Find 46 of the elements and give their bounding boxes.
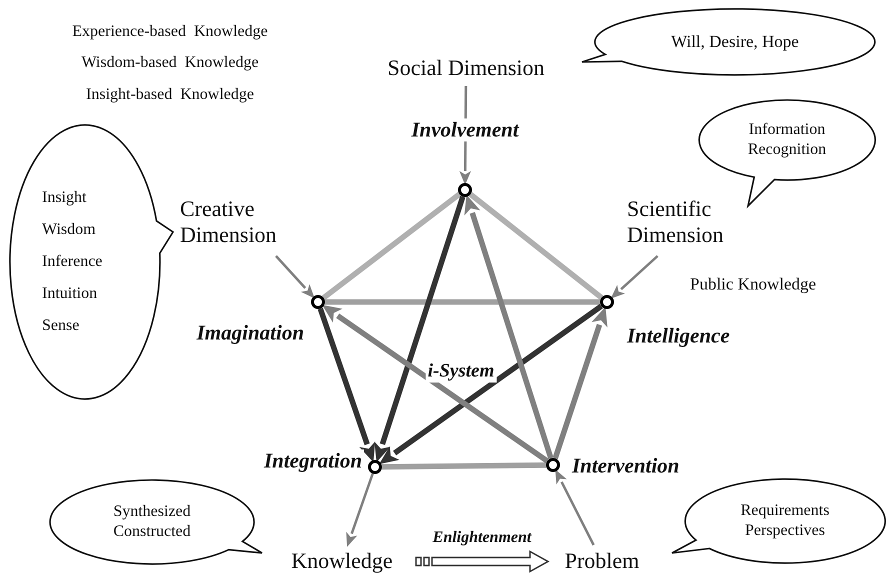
bubble-text: Information Recognition [746, 120, 828, 160]
note-text: Insight-based Knowledge [86, 86, 254, 104]
arrow [346, 473, 374, 547]
note-text: Experience-based Knowledge [72, 23, 268, 41]
block-arrow [415, 550, 550, 573]
connector-line [325, 299, 600, 305]
bubble-text: Insight [42, 188, 86, 208]
connector-line [468, 192, 604, 300]
dimension-label: Scientific Dimension [627, 188, 763, 256]
vertex-circle [546, 458, 560, 472]
edge-label: Enlightenment [430, 528, 534, 546]
dimension-label: Creative Dimension [180, 188, 310, 256]
vertex-label: Integration [262, 449, 364, 473]
arrow [318, 308, 376, 462]
bubble-text: Inference [42, 252, 102, 272]
note-text: Public Knowledge [690, 276, 816, 294]
bubble-text: Sense [42, 316, 80, 336]
arrow [322, 304, 549, 464]
dimension-label: Knowledge [276, 545, 408, 578]
dimension-label: Social Dimension [385, 50, 547, 86]
arrow [379, 304, 603, 464]
vertex-circle [368, 460, 382, 474]
vertex-circle [600, 295, 614, 309]
speech-bubble [580, 7, 877, 77]
bubble-text: Synthesized Constructed [112, 502, 192, 542]
system-label: i-System [426, 362, 496, 382]
bubble-text: Requirements Perspectives [740, 501, 830, 541]
connector-line [382, 462, 546, 470]
speech-bubble [670, 477, 887, 565]
arrow [552, 306, 608, 460]
bubble-text: Intuition [42, 284, 98, 304]
vertex-circle [458, 183, 472, 197]
speech-bubble [8, 123, 175, 401]
arrow [555, 469, 595, 546]
vertex-circle [311, 295, 325, 309]
arrow [464, 194, 554, 460]
arrow [610, 255, 658, 299]
speech-bubble [48, 478, 264, 566]
vertex-label: Involvement [409, 118, 521, 142]
arrow [275, 255, 315, 298]
arrow [374, 196, 466, 462]
bubble-text: Wisdom [42, 220, 96, 240]
dimension-label: Problem [552, 545, 652, 578]
note-text: Wisdom-based Knowledge [81, 54, 259, 72]
connector-line [322, 192, 462, 300]
bubble-text: Will, Desire, Hope [671, 31, 799, 53]
